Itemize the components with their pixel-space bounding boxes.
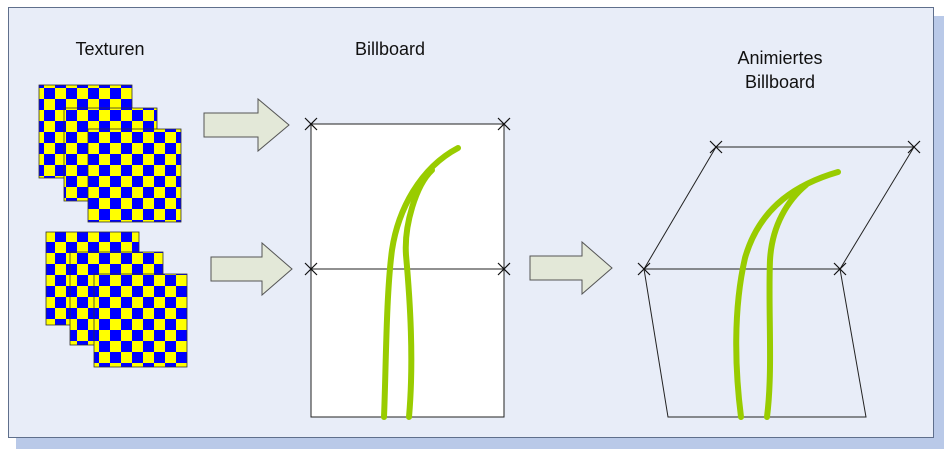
x-marker-icon	[497, 262, 511, 276]
texture-tile	[93, 273, 188, 368]
right-arrow-icon	[529, 240, 613, 296]
label-textures: Texturen	[75, 39, 145, 59]
x-marker-icon	[833, 262, 847, 276]
x-marker-icon	[637, 262, 651, 276]
texture-stack-top	[38, 84, 182, 223]
texture-stack-bottom	[45, 231, 188, 368]
texture-tile	[87, 128, 182, 223]
x-marker-icon	[907, 140, 921, 154]
x-marker-icon	[497, 117, 511, 131]
x-marker-icon	[304, 117, 318, 131]
right-arrow-icon	[203, 97, 290, 153]
label-billboard: Billboard	[354, 39, 426, 59]
x-marker-icon	[709, 140, 723, 154]
grass-blade	[381, 145, 461, 420]
vertex-markers	[304, 117, 511, 276]
x-marker-icon	[304, 262, 318, 276]
animated-billboard-quad	[643, 146, 915, 418]
label-animated-line1: Animiertes	[737, 48, 823, 68]
animated-vertex-markers	[637, 140, 921, 276]
right-arrow-icon	[210, 241, 293, 297]
animated-grass-blade	[733, 169, 841, 420]
label-animated-line2: Billboard	[744, 72, 816, 92]
